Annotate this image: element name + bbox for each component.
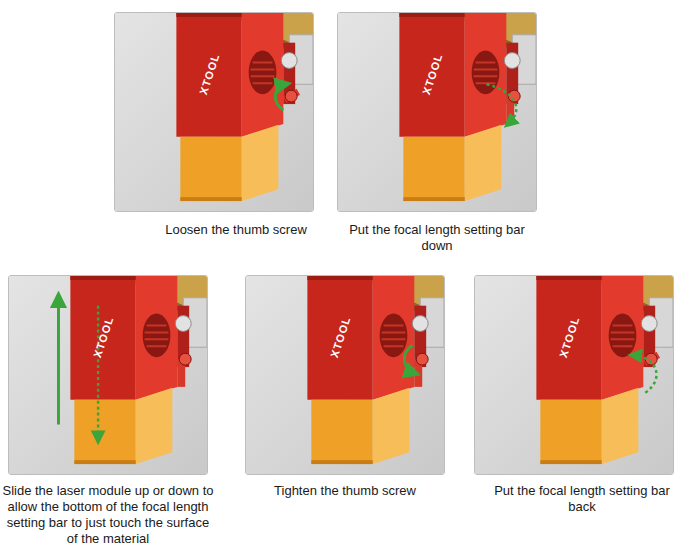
step-caption: Loosen the thumb screw [136,222,336,238]
step-illustration [245,275,445,475]
step-caption: Put the focal length setting bar back [482,483,682,515]
step-caption: Tighten the thumb screw [245,483,445,499]
step-illustration [337,12,537,212]
step-caption: Put the focal length setting bar down [337,222,537,254]
step-illustration [8,275,208,475]
step-illustration [114,12,314,212]
step-caption: Slide the laser module up or down to all… [2,483,214,547]
step-illustration [474,275,674,475]
